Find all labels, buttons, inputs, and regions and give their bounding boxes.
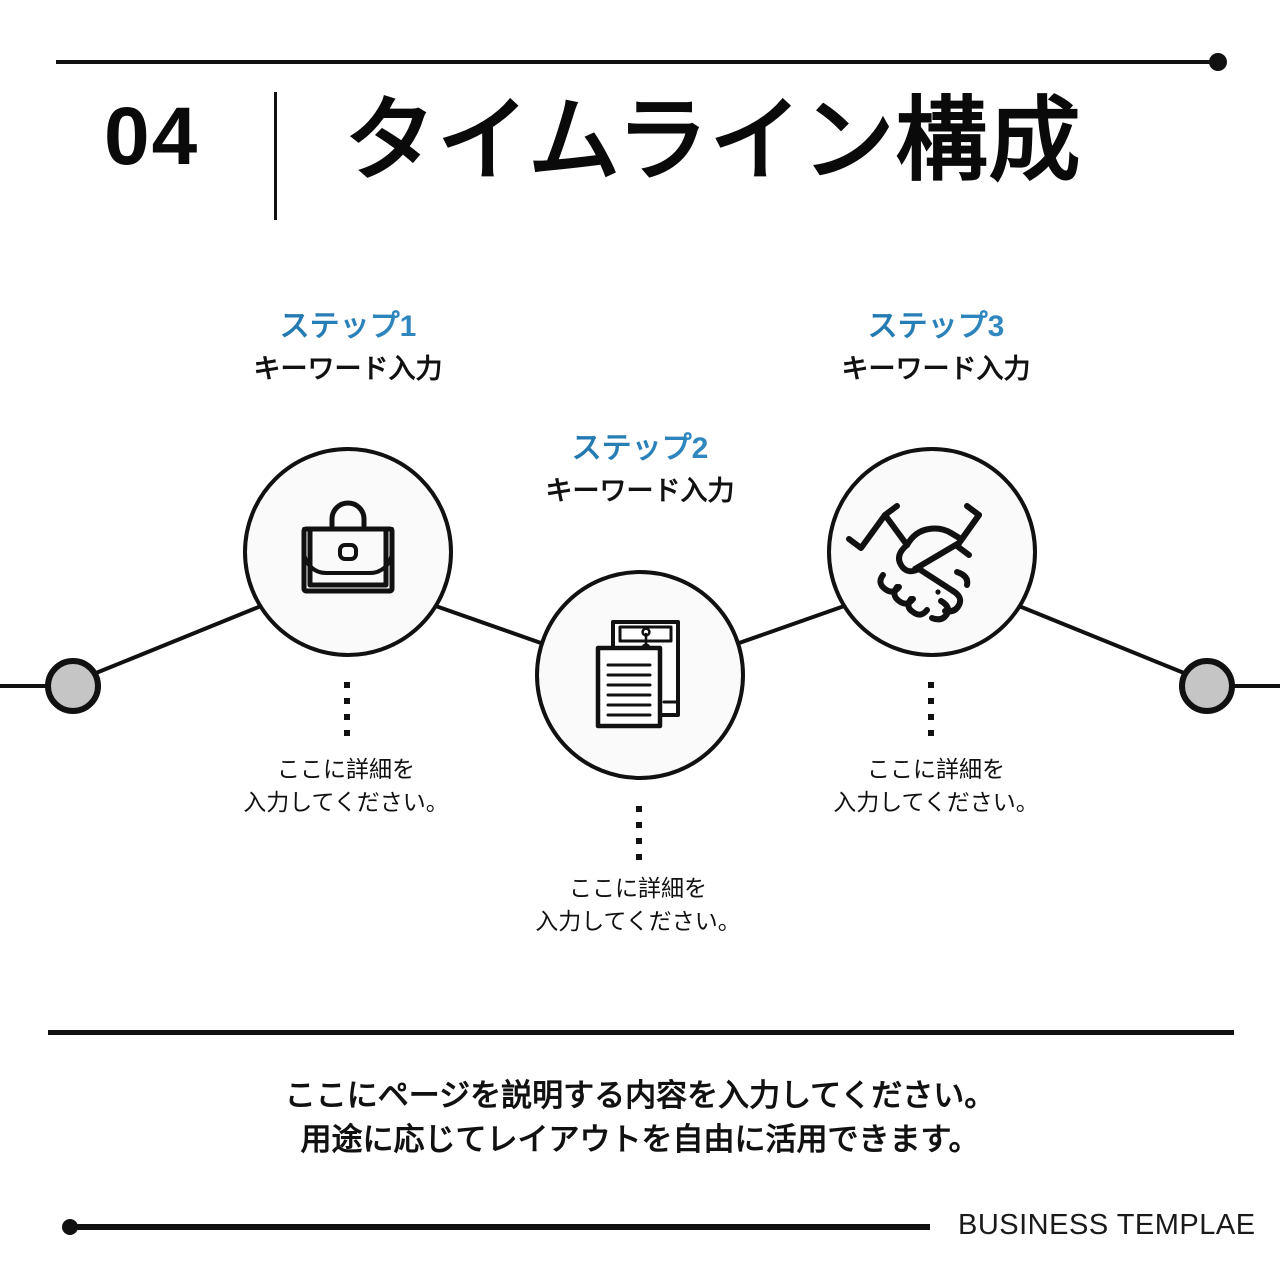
step3-dotted-leader <box>928 682 934 736</box>
step3-heading: ステップ3 キーワード入力 <box>756 308 1116 387</box>
step1-description: ここに詳細を 入力してください。 <box>243 756 449 816</box>
header-vertical-divider <box>274 92 277 220</box>
header-rule-end-dot-icon <box>1209 53 1227 71</box>
document-envelope-icon <box>595 620 680 729</box>
bottom-divider-rule <box>48 1030 1234 1035</box>
step1-keyword: キーワード入力 <box>253 353 443 384</box>
briefcase-icon <box>301 500 395 594</box>
page-title: タイムライン構成 <box>344 90 1082 192</box>
timeline-connectors <box>0 602 1280 688</box>
section-number: 04 <box>104 91 200 182</box>
step3-description: ここに詳細を 入力してください。 <box>833 756 1039 816</box>
header-rule <box>56 60 1218 64</box>
step1-dotted-leader <box>344 682 350 736</box>
step3-label: ステップ3 <box>756 308 1116 346</box>
connector-step3-to-right <box>1013 602 1185 675</box>
step2-description: ここに詳細を 入力してください。 <box>535 875 741 935</box>
step2-keyword: キーワード入力 <box>545 475 735 506</box>
connector-step1-to-step2 <box>429 602 559 651</box>
step2-heading: ステップ2 キーワード入力 <box>460 430 820 509</box>
footer-rule <box>70 1224 930 1230</box>
step1-heading: ステップ1 キーワード入力 <box>168 308 528 387</box>
step1-node-circle[interactable] <box>243 447 453 657</box>
bottom-note: ここにページを説明する内容を入力してください。 用途に応じてレイアウトを自由に活… <box>284 1078 996 1158</box>
right-endpoint-node <box>1179 658 1235 714</box>
step2-label: ステップ2 <box>460 430 820 468</box>
step1-label: ステップ1 <box>168 308 528 346</box>
handshake-icon <box>846 503 982 623</box>
left-endpoint-node <box>45 658 101 714</box>
step3-node-circle[interactable] <box>827 447 1037 657</box>
dotted-leaders <box>344 682 934 860</box>
footer-brand: BUSINESS TEMPLAE <box>958 1209 1256 1241</box>
connector-left-to-step1 <box>95 602 267 675</box>
step2-dotted-leader <box>636 806 642 860</box>
step3-keyword: キーワード入力 <box>841 353 1031 384</box>
connector-step2-to-step3 <box>721 602 851 651</box>
